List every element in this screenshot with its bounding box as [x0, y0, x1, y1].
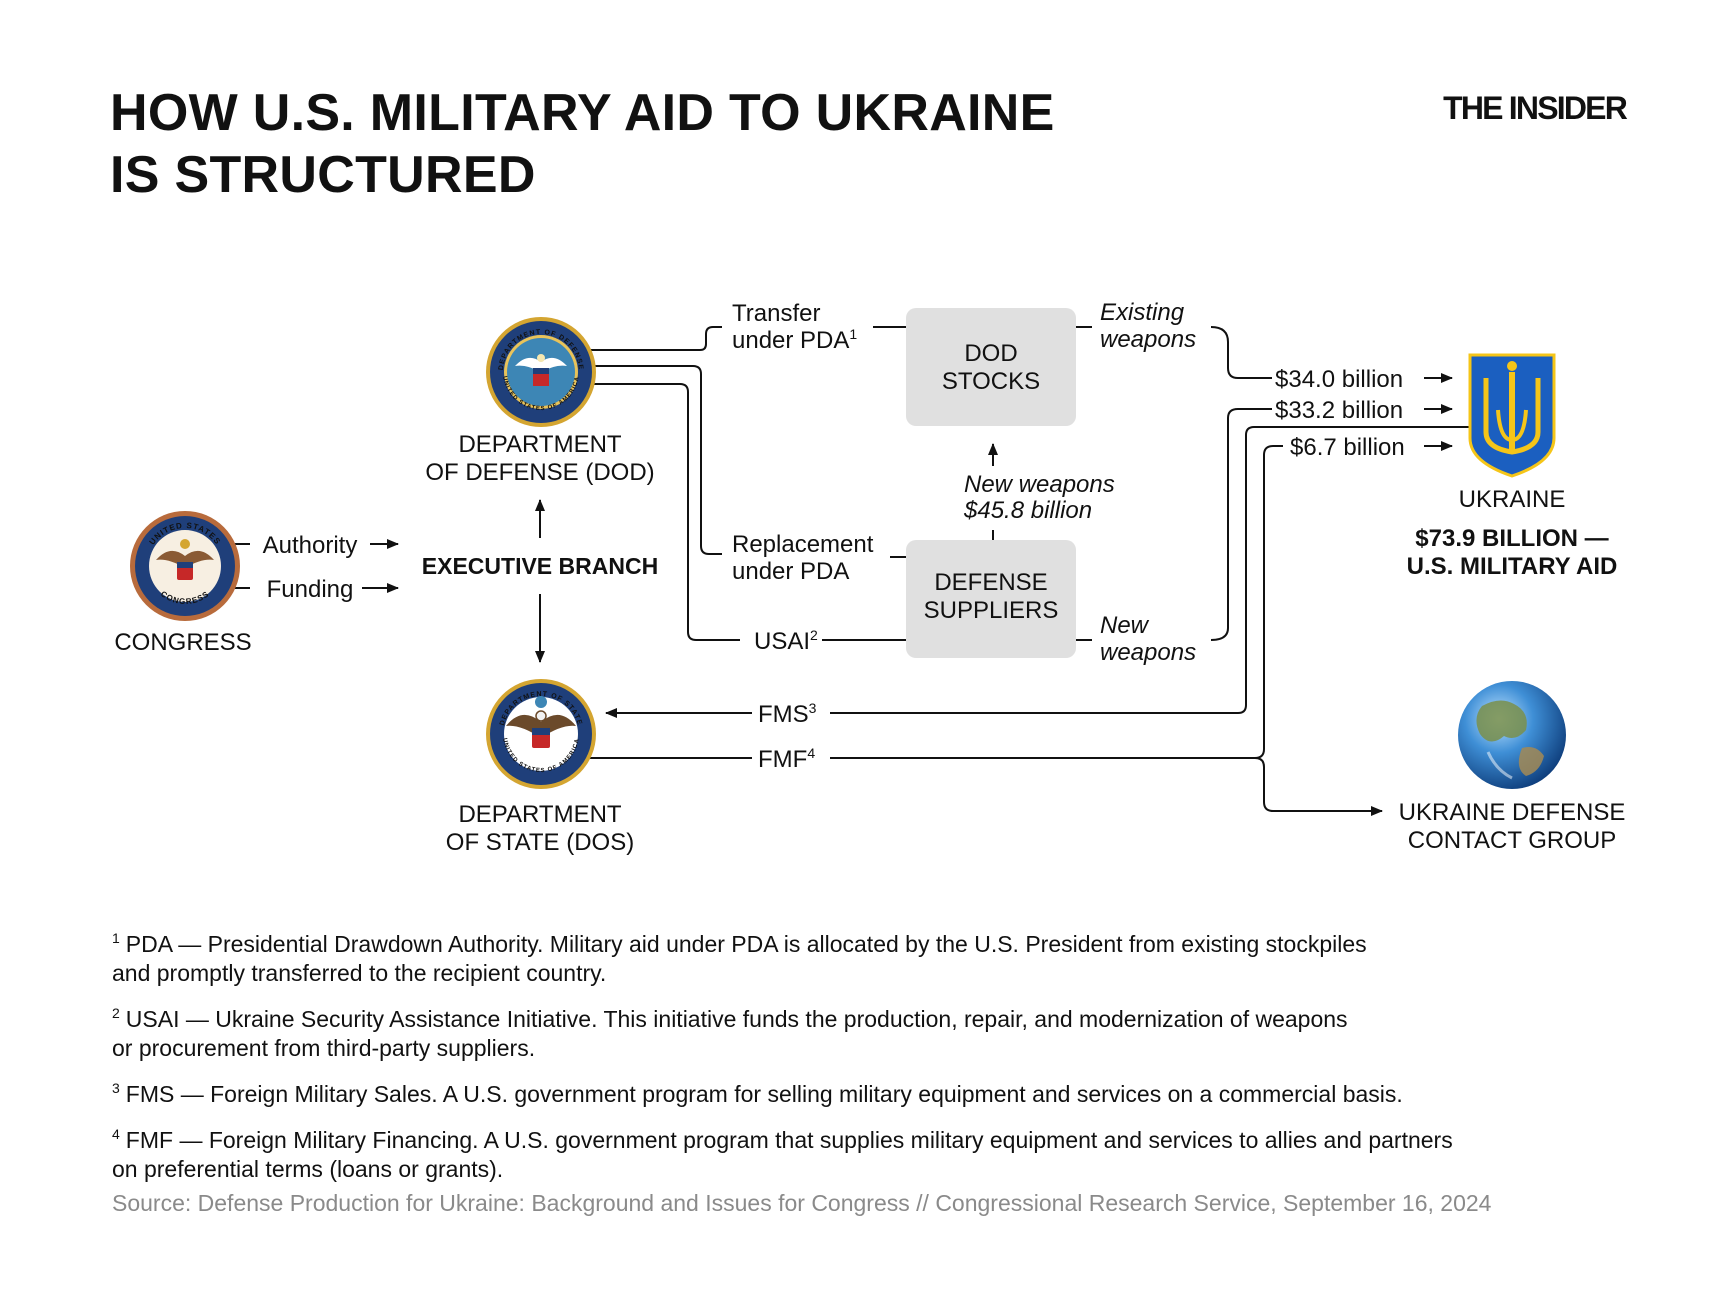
replacement-line-2: under PDA: [732, 558, 849, 585]
new-weapons-flow-line-1: New weapons: [964, 471, 1115, 498]
amount-6-7: $6.7 billion: [1290, 434, 1405, 461]
footnote-4-num: 4: [112, 1126, 120, 1142]
dod-label-line-1: DEPARTMENT: [458, 431, 621, 458]
footnote-4-line-2: on preferential terms (loans or grants).: [112, 1156, 504, 1182]
line-dod-to-pda: [590, 326, 722, 351]
existing-weapons-line-2: weapons: [1100, 326, 1196, 353]
footnote-3: 3 FMS — Foreign Military Sales. A U.S. go…: [112, 1074, 1632, 1109]
amount-33-2: $33.2 billion: [1275, 397, 1403, 424]
replacement-line-1: Replacement: [732, 531, 874, 558]
footnote-4-line-1: FMF — Foreign Military Financing. A U.S.…: [125, 1127, 1453, 1153]
congress-seal-icon: UNITED STATES CONGRESS: [130, 511, 240, 621]
existing-weapons-line-1: Existing: [1100, 299, 1185, 326]
dos-label-line-2: OF STATE (DOS): [446, 829, 634, 856]
line-dod-to-usai: [590, 383, 740, 641]
congress-label: CONGRESS: [114, 629, 251, 656]
new-weapons-flow-line-2: $45.8 billion: [963, 497, 1092, 524]
ukraine-total-line-1: $73.9 BILLION —: [1415, 525, 1608, 552]
fms-label: FMS3: [758, 700, 817, 728]
defense-suppliers-line-2: SUPPLIERS: [924, 597, 1059, 624]
pda-footnote-ref: 1: [849, 326, 857, 342]
authority-label: Authority: [263, 532, 358, 559]
footnote-1-line-1: PDA — Presidential Drawdown Authority. M…: [125, 931, 1367, 957]
new-weapons-line-1: New: [1100, 612, 1150, 639]
usai-footnote-ref: 2: [810, 627, 818, 643]
footnote-2-line-2: or procurement from third-party supplier…: [112, 1035, 536, 1061]
footnote-2-line-1: USAI — Ukraine Security Assistance Initi…: [125, 1006, 1348, 1032]
footnote-3-line-1: FMS — Foreign Military Sales. A U.S. gov…: [125, 1081, 1403, 1107]
page-title: HOW U.S. MILITARY AID TO UKRAINE IS STRU…: [110, 82, 1210, 206]
dod-seal-icon: DEPARTMENT OF DEFENSE UNITED STATES OF A…: [486, 317, 596, 427]
amount-34-0: $34.0 billion: [1275, 366, 1403, 393]
pda-transfer-line-1: Transfer: [732, 300, 820, 327]
defense-suppliers-line-1: DEFENSE: [934, 569, 1047, 596]
dos-label-line-1: DEPARTMENT: [458, 801, 621, 828]
line-fmf-to-udcg: [1254, 757, 1383, 816]
line-fms-to-ukraine: [830, 426, 1475, 714]
funding-label: Funding: [267, 576, 354, 603]
dod-stocks-line-2: STOCKS: [942, 368, 1040, 395]
line-existing-to-34: [1210, 326, 1272, 379]
pda-transfer-line-2: under PDA1: [732, 326, 857, 354]
source-credit: Source: Defense Production for Ukraine: …: [112, 1190, 1492, 1216]
fms-footnote-ref: 3: [809, 700, 817, 716]
line-dod-to-replacement: [590, 365, 722, 555]
title-line-1: HOW U.S. MILITARY AID TO UKRAINE: [110, 84, 1055, 142]
footnote-2: 2 USAI — Ukraine Security Assistance Init…: [112, 999, 1632, 1063]
dod-stocks-box: [906, 308, 1076, 426]
footnote-2-num: 2: [112, 1005, 120, 1021]
fmf-footnote-ref: 4: [807, 745, 815, 761]
executive-branch-label: EXECUTIVE BRANCH: [422, 553, 658, 579]
footnote-1-num: 1: [112, 930, 120, 946]
usai-label: USAI2: [754, 627, 818, 655]
brand-logo: THE INSIDER: [1443, 90, 1628, 126]
footnote-4: 4 FMF — Foreign Military Financing. A U.S…: [112, 1120, 1632, 1184]
dod-stocks-line-1: DOD: [964, 340, 1017, 367]
title-line-2: IS STRUCTURED: [110, 146, 536, 204]
ukraine-trident-icon: [1468, 353, 1556, 478]
line-new-to-33: [1210, 408, 1272, 641]
new-weapons-line-2: weapons: [1100, 639, 1196, 666]
footnotes: 1 PDA — Presidential Drawdown Authority. …: [112, 924, 1632, 1195]
defense-suppliers-box: [906, 540, 1076, 658]
dod-label-line-2: OF DEFENSE (DOD): [425, 459, 654, 486]
footnote-3-num: 3: [112, 1080, 120, 1096]
globe-icon: [1458, 681, 1566, 789]
footnote-1: 1 PDA — Presidential Drawdown Authority. …: [112, 924, 1632, 988]
fmf-label: FMF4: [758, 745, 815, 773]
ukraine-label: UKRAINE: [1459, 486, 1566, 513]
dos-seal-icon: DEPARTMENT OF STATE UNITED STATES OF AME…: [486, 679, 596, 789]
footnote-1-line-2: and promptly transferred to the recipien…: [112, 960, 607, 986]
ukraine-total-line-2: U.S. MILITARY AID: [1407, 553, 1618, 580]
udcg-line-2: CONTACT GROUP: [1408, 827, 1616, 854]
udcg-line-1: UKRAINE DEFENSE: [1399, 799, 1626, 826]
